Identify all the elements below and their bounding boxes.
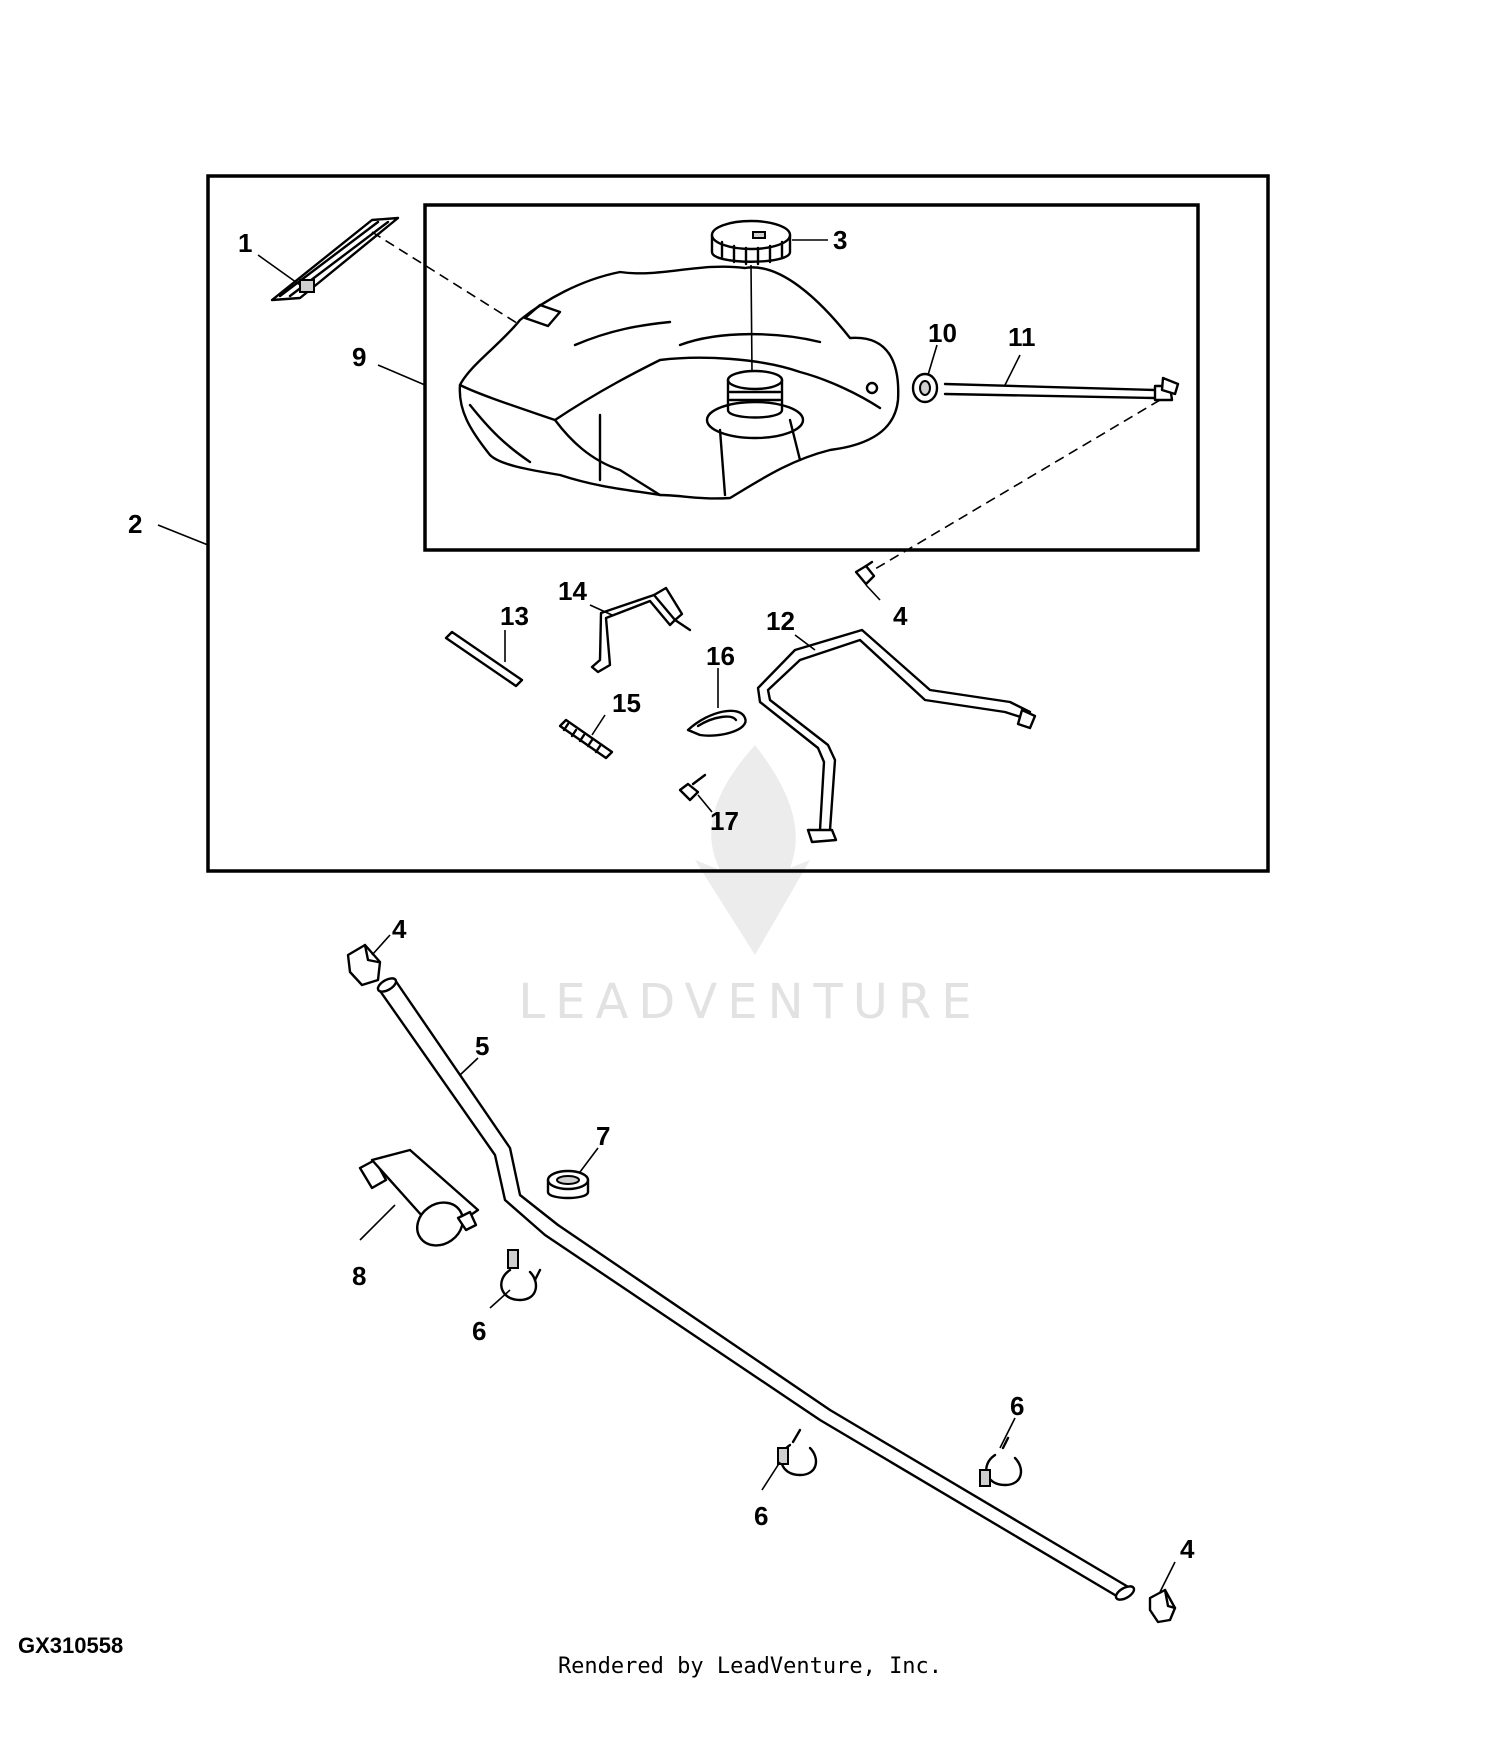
- callout-14: 14: [558, 576, 587, 606]
- callout-12: 12: [766, 606, 795, 636]
- callouts: 1 2 3 9 10 11 4 12 13 14 15 16 17 4 5 7 …: [128, 225, 1195, 1564]
- part-3-fuel-cap: [710, 219, 792, 266]
- part-15-barbed-fitting: [558, 718, 614, 760]
- part-6-clamp-left: [500, 1249, 542, 1302]
- render-credit: Rendered by LeadVenture, Inc.: [557, 1654, 943, 1679]
- part-6-clamp-middle: [777, 1428, 818, 1477]
- callout-11: 11: [1008, 322, 1036, 352]
- callout-1: 1: [238, 228, 252, 258]
- part-11-vent-tube: [943, 376, 1180, 402]
- part-8-fuel-filter: [358, 1148, 480, 1247]
- leader-lines: [157, 239, 1176, 1593]
- part-5-fuel-hose: [376, 977, 1136, 1601]
- part-7-clamp: [546, 1169, 590, 1200]
- callout-13: 13: [500, 601, 529, 631]
- callout-10: 10: [928, 318, 957, 348]
- callout-5: 5: [475, 1031, 489, 1061]
- callout-4-right: 4: [1180, 1534, 1195, 1564]
- callout-6-middle: 6: [754, 1501, 768, 1531]
- callout-2: 2: [128, 509, 142, 539]
- callout-3: 3: [833, 225, 847, 255]
- part-16-clamp: [686, 709, 747, 737]
- line-cap-to-neck: [750, 264, 753, 373]
- dash-11-to-4: [864, 399, 1161, 576]
- part-6-clamp-right: [979, 1436, 1023, 1487]
- callout-6-left: 6: [472, 1316, 486, 1346]
- callout-7: 7: [596, 1121, 610, 1151]
- callout-9: 9: [352, 342, 366, 372]
- tank-frame: [423, 203, 1200, 552]
- part-14-bracket: [590, 586, 692, 674]
- callout-4-top: 4: [893, 601, 908, 631]
- part-9-fuel-tank: [458, 265, 900, 500]
- part-4-clip-top: [854, 560, 876, 586]
- kit-frame: [206, 174, 1270, 873]
- part-1-decal: [270, 216, 400, 302]
- callout-4-left: 4: [392, 914, 407, 944]
- callout-6-right: 6: [1010, 1391, 1024, 1421]
- dash-1-to-tank: [371, 231, 521, 326]
- part-13-pin: [444, 630, 524, 688]
- part-4-clip-right: [1148, 1588, 1177, 1624]
- part-10-grommet: [911, 372, 939, 404]
- part-17-screw: [678, 773, 707, 802]
- part-12-fuel-line: [756, 628, 1037, 844]
- callout-15: 15: [612, 688, 641, 718]
- figure-id: GX310558: [18, 1633, 124, 1658]
- watermark-text: LEADVENTURE: [518, 974, 981, 1030]
- callout-8: 8: [352, 1261, 366, 1291]
- callout-16: 16: [706, 641, 735, 671]
- watermark: LEADVENTURE: [518, 745, 981, 1030]
- watermark-flame-icon: [695, 745, 810, 955]
- callout-17: 17: [710, 806, 739, 836]
